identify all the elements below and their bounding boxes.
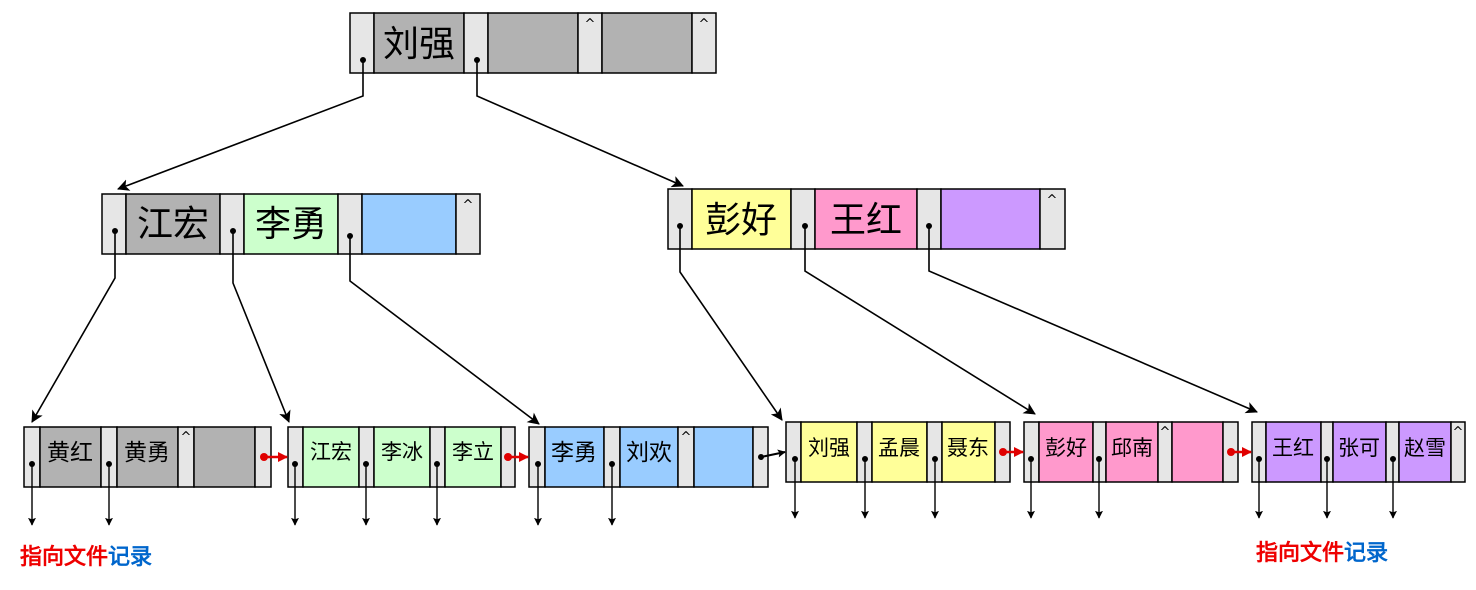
key-cell — [941, 421, 996, 483]
caption-part-red: 指向文件 — [20, 544, 108, 570]
null-pointer-icon: ^ — [585, 17, 596, 32]
leaf-node-2: 江宏 李冰 李立 — [287, 426, 516, 488]
root-null-pointer-cell — [691, 12, 717, 74]
leaf-key: 李勇 — [551, 440, 597, 466]
leaf-node-1: 黄红 黄勇 ^ — [23, 426, 272, 488]
internal-key: 彭好 — [705, 200, 777, 241]
child-pointer-arrow — [802, 223, 1036, 415]
root-key-cell — [373, 12, 465, 74]
leaf-key: 孟晨 — [878, 436, 920, 460]
leaf-chain-links — [260, 447, 1252, 462]
child-pointer-arrow — [677, 223, 783, 421]
null-pointer-icon: ^ — [1047, 193, 1058, 208]
empty-key-cell — [940, 188, 1041, 250]
internal-node-1: 江宏 李勇 ^ — [101, 193, 481, 255]
root-key: 刘强 — [383, 24, 455, 65]
null-pointer-icon: ^ — [1160, 425, 1171, 440]
leaf-key: 江宏 — [310, 440, 352, 464]
caption-part-red: 指向文件 — [1256, 540, 1344, 566]
child-pointer-arrow — [474, 57, 684, 188]
child-pointer-arrow — [926, 223, 1258, 414]
null-pointer-icon: ^ — [463, 198, 474, 213]
child-pointer-arrow — [31, 228, 118, 423]
tree-edges — [31, 57, 1258, 425]
internal-key: 江宏 — [137, 204, 209, 245]
null-pointer-icon: ^ — [699, 17, 710, 32]
leaf-key: 邱南 — [1111, 436, 1153, 460]
internal-key: 李勇 — [255, 204, 327, 245]
empty-key-cell — [361, 193, 457, 255]
record-pointers — [28, 456, 1397, 526]
leaf-key: 彭好 — [1045, 436, 1087, 460]
root-empty-key-cell — [487, 12, 579, 74]
caption-part-blue: 记录 — [108, 545, 152, 570]
caption-right: 指向文件记录 — [1256, 540, 1388, 566]
pointer-cell — [219, 193, 245, 255]
leaf-key: 张可 — [1338, 436, 1380, 460]
child-pointer-arrow — [347, 233, 540, 425]
key-cell — [444, 426, 502, 488]
leaf-key: 黄红 — [47, 440, 93, 466]
leaf-node-6: 王红 张可 赵雪 ^ — [1251, 421, 1466, 483]
key-cell — [800, 421, 858, 483]
next-leaf-link — [758, 449, 786, 460]
leaf-node-3: 李勇 刘欢 ^ — [528, 426, 769, 488]
root-pointer-cell — [349, 12, 375, 74]
key-cell — [1038, 421, 1094, 483]
record-pointer-cell — [528, 426, 546, 488]
key-cell — [1398, 421, 1452, 483]
caption-left: 指向文件记录 — [20, 544, 152, 570]
null-pointer-icon: ^ — [181, 430, 192, 445]
leaf-key: 赵雪 — [1404, 436, 1446, 460]
key-cell — [1332, 421, 1387, 483]
child-pointer-arrow — [230, 228, 291, 423]
empty-key-cell — [1171, 421, 1224, 483]
key-cell — [544, 426, 605, 488]
key-cell — [871, 421, 928, 483]
key-cell — [1105, 421, 1159, 483]
key-cell — [373, 426, 431, 488]
pointer-cell — [101, 193, 127, 255]
empty-key-cell — [193, 426, 256, 488]
empty-key-cell — [693, 426, 754, 488]
child-pointer-arrow — [117, 57, 366, 191]
leaf-key: 刘欢 — [626, 440, 672, 466]
record-pointer-cell — [785, 421, 802, 483]
internal-node-2: 彭好 王红 ^ — [667, 188, 1066, 250]
leaf-key: 黄勇 — [124, 440, 170, 466]
leaf-node-5: 彭好 邱南 ^ — [1023, 421, 1239, 483]
pointer-cell — [790, 188, 816, 250]
null-pointer-icon: ^ — [1453, 425, 1464, 440]
key-cell — [39, 426, 102, 488]
null-pointer-icon: ^ — [681, 430, 692, 445]
caption-part-blue: 记录 — [1344, 541, 1388, 566]
leaf-node-4: 刘强 孟晨 聂东 — [785, 421, 1011, 483]
leaf-key: 聂东 — [947, 436, 989, 460]
root-pointer-cell — [463, 12, 489, 74]
leaf-key: 刘强 — [808, 436, 850, 460]
null-pointer-cell — [1450, 421, 1466, 483]
internal-key: 王红 — [830, 200, 902, 241]
root-node: 刘强 ^ ^ — [349, 12, 717, 74]
leaf-key: 李立 — [452, 440, 494, 464]
root-empty-key-cell — [601, 12, 693, 74]
leaf-key: 李冰 — [381, 440, 423, 464]
leaf-key: 王红 — [1272, 436, 1314, 460]
key-cell — [116, 426, 179, 488]
